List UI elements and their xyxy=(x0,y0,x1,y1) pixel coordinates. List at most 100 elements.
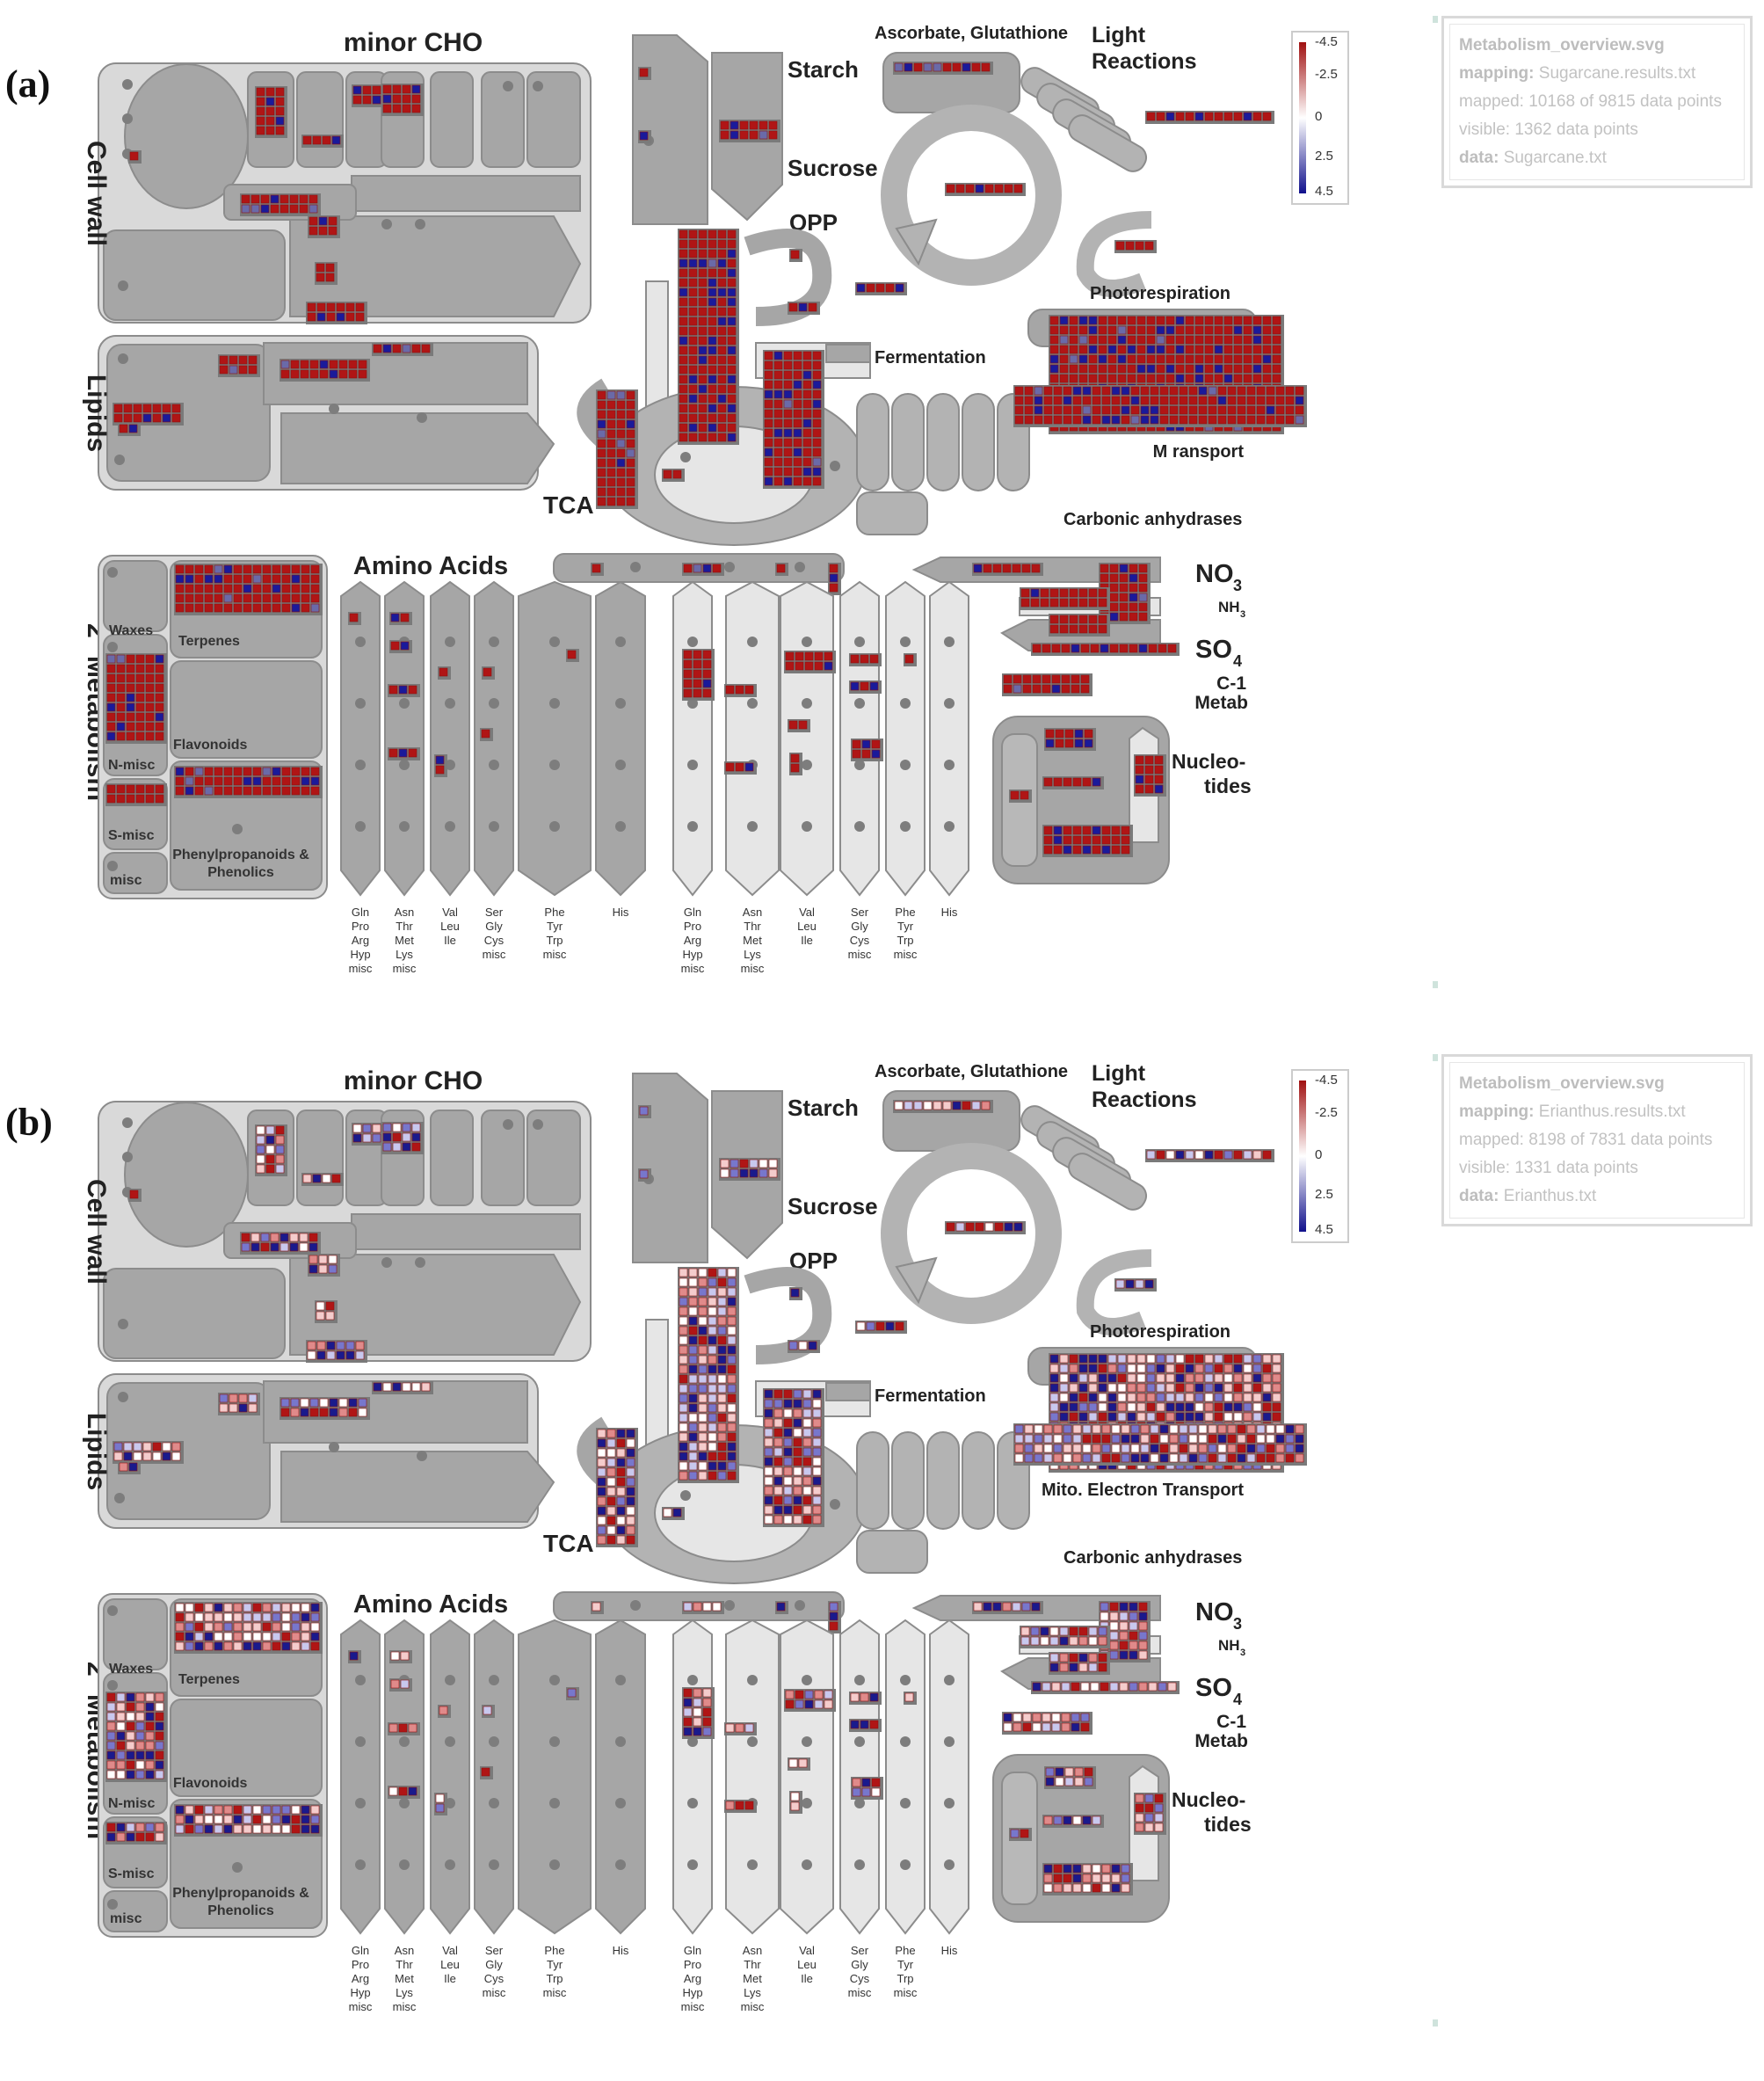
heat-cell xyxy=(325,1311,335,1321)
heat-cell xyxy=(126,1760,135,1770)
heat-cell xyxy=(135,1770,145,1779)
amino-acid-label-left: Val xyxy=(442,1944,458,1957)
heat-cell xyxy=(783,389,793,399)
heat-cell xyxy=(243,776,252,786)
heat-cell xyxy=(1295,405,1304,415)
heat-cell xyxy=(717,287,727,297)
heat-cell xyxy=(717,249,727,258)
heat-cell xyxy=(135,683,145,693)
heat-cell xyxy=(1262,1383,1272,1393)
heat-cell xyxy=(262,1612,272,1622)
cell-wall-title: Cell wall xyxy=(82,141,111,246)
heat-cell xyxy=(214,593,223,603)
heat-cell xyxy=(291,786,301,796)
heat-cell xyxy=(289,204,299,214)
heat-cell xyxy=(1074,1767,1084,1777)
metabolite-dot xyxy=(399,1859,410,1870)
heat-cell xyxy=(204,786,214,796)
metabolite-dot xyxy=(944,821,955,832)
heat-cell xyxy=(483,667,492,677)
heat-cell xyxy=(1045,1777,1055,1786)
heat-cell xyxy=(411,344,421,353)
heat-cell xyxy=(106,1712,116,1721)
heat-cell xyxy=(871,739,881,749)
heat-cell xyxy=(301,767,310,776)
heat-cell xyxy=(955,184,965,193)
heat-cell xyxy=(106,1741,116,1750)
heat-cell xyxy=(708,1345,717,1355)
c1-metab-heatmap xyxy=(1002,673,1093,696)
heat-cell xyxy=(1101,405,1111,415)
metabolite-dot xyxy=(802,1736,812,1747)
pathway-shape xyxy=(263,1380,528,1444)
heat-cell xyxy=(639,68,649,77)
amino-acid-column xyxy=(780,1619,834,1935)
heat-cell xyxy=(802,477,812,486)
heat-cell xyxy=(373,344,382,353)
heat-cell xyxy=(252,1824,262,1834)
mito-tube xyxy=(856,1431,889,1530)
heat-cell xyxy=(116,1692,126,1702)
legend-tick-label: 2.5 xyxy=(1315,149,1333,164)
fermentation-heatmap xyxy=(763,1388,824,1527)
heat-cell xyxy=(1063,835,1072,845)
heat-cell xyxy=(229,1393,238,1403)
heat-cell xyxy=(1159,405,1169,415)
heat-cell xyxy=(790,1801,800,1811)
heat-cell xyxy=(952,1101,962,1110)
heat-cell xyxy=(135,1741,145,1750)
heat-cell xyxy=(411,94,421,104)
metabolite-dot xyxy=(107,1899,118,1910)
heat-cell xyxy=(702,1707,712,1717)
heat-cell xyxy=(1146,1373,1156,1383)
heat-cell xyxy=(355,312,365,322)
heat-cell xyxy=(162,1452,171,1461)
heat-cell xyxy=(281,1815,291,1824)
heatmap-block xyxy=(945,183,1026,196)
amino-acid-label-left: Val xyxy=(442,906,458,919)
heat-cell xyxy=(679,1277,688,1287)
heat-cell xyxy=(702,650,712,659)
heat-cell xyxy=(1262,1354,1272,1364)
heat-cell xyxy=(1061,1682,1071,1692)
heat-cell xyxy=(291,776,301,786)
heatmap-block xyxy=(1049,614,1110,637)
heat-cell xyxy=(336,302,345,312)
heat-cell xyxy=(252,1632,262,1641)
heat-cell xyxy=(708,1297,717,1306)
heat-cell xyxy=(1088,1626,1098,1636)
starch-shape xyxy=(632,1073,708,1263)
heat-cell xyxy=(1214,1412,1223,1422)
heat-cell xyxy=(1285,386,1295,396)
heat-cell xyxy=(1032,1722,1042,1732)
heat-cell xyxy=(1185,1393,1194,1402)
heat-cell xyxy=(776,564,786,573)
heat-cell xyxy=(1233,364,1243,374)
heat-cell xyxy=(1144,241,1154,251)
metabolite-dot xyxy=(118,280,128,291)
heat-cell xyxy=(683,1707,693,1717)
heat-cell xyxy=(243,1824,252,1834)
heat-cell xyxy=(1092,1874,1101,1883)
heat-cell xyxy=(262,1824,272,1834)
heat-cell xyxy=(214,1622,223,1632)
heat-cell xyxy=(1111,396,1121,405)
heat-cell xyxy=(185,1815,194,1824)
heat-cell xyxy=(1140,1444,1150,1453)
heat-cell xyxy=(1275,1424,1285,1434)
heat-cell xyxy=(291,767,301,776)
heat-cell xyxy=(338,360,348,369)
heat-cell xyxy=(727,365,737,375)
heat-cell xyxy=(262,603,272,613)
heat-cell xyxy=(1175,345,1185,354)
heat-cell xyxy=(1121,845,1130,855)
heat-cell xyxy=(679,404,688,413)
heat-cell xyxy=(1042,1682,1051,1692)
heat-cell xyxy=(1246,386,1256,396)
heat-cell xyxy=(252,1612,262,1622)
heat-cell xyxy=(727,1316,737,1326)
heat-cell xyxy=(1150,1424,1159,1434)
heat-cell xyxy=(1045,729,1055,739)
heat-cell xyxy=(1140,396,1150,405)
visible-count: visible: 1331 data points xyxy=(1459,1159,1638,1177)
